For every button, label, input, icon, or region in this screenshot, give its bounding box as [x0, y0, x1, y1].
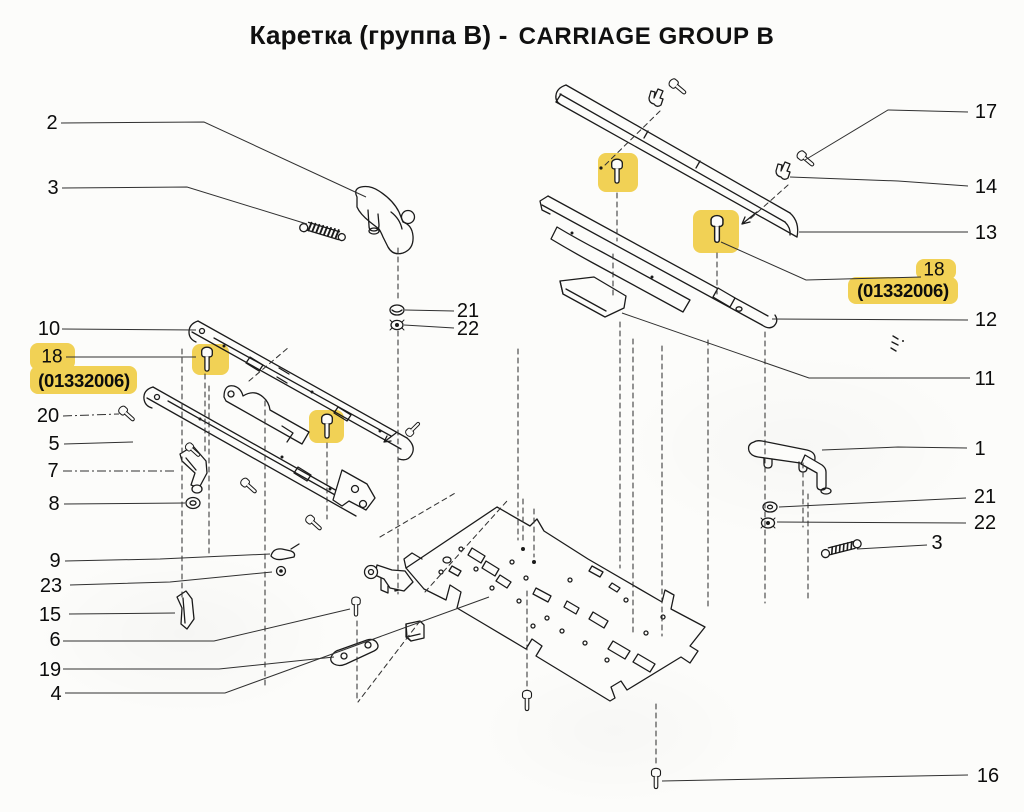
leader-15	[68, 612, 176, 615]
callout-label-17: 17	[974, 101, 998, 123]
nut-22-right	[760, 517, 776, 529]
leader-5	[63, 441, 134, 445]
leader-9	[64, 553, 271, 562]
washer-21-right	[762, 501, 778, 513]
link-19	[330, 638, 379, 667]
leader-3-right	[856, 544, 928, 550]
scribble-mark	[890, 335, 904, 352]
leader-11	[621, 312, 970, 379]
page-title-english: CARRIAGE GROUP B	[518, 23, 775, 50]
screw-6	[351, 596, 361, 617]
leader-17	[804, 109, 969, 161]
lever-2	[355, 185, 416, 255]
washer-21-mid	[389, 304, 405, 316]
callout-label-23: 23	[39, 575, 63, 597]
leader-12	[771, 318, 969, 321]
leader-18-right	[720, 241, 922, 281]
leader-6	[63, 608, 351, 642]
page-title: Каретка (группа В) - CARRIAGE GROUP B	[0, 20, 1024, 51]
screw-small-d	[403, 419, 423, 439]
callout-label-7: 7	[47, 460, 59, 482]
screw-17-left	[667, 76, 689, 98]
clip-14-right	[775, 161, 791, 180]
callout-label-11: 11	[974, 368, 996, 390]
callout-label-8: 8	[48, 493, 60, 515]
hook-9	[270, 543, 300, 561]
screw-small-b	[238, 476, 260, 496]
callout-label-14: 14	[974, 176, 998, 198]
deflector-plate-11	[559, 276, 627, 318]
page-title-russian: Каретка (группа В) -	[249, 20, 508, 50]
callout-label-6: 6	[49, 629, 61, 651]
part-number-18-right: (01332006)	[857, 279, 949, 301]
callout-label-12: 12	[974, 309, 998, 331]
leader-22-right	[776, 521, 967, 524]
callout-label-13: 13	[974, 222, 998, 244]
assembly-guide-lines	[181, 110, 809, 767]
highlight-layer	[30, 153, 958, 443]
callout-label-5: 5	[48, 433, 60, 455]
callout-label-15: 15	[38, 604, 62, 626]
bracket-6	[363, 564, 414, 592]
leader-3-left	[61, 186, 308, 225]
carriage-rail-13	[555, 84, 799, 238]
label-highlight-tab-18-left	[30, 343, 75, 370]
leader-14	[789, 176, 969, 187]
callout-label-16: 16	[976, 765, 1000, 787]
leader-19	[63, 656, 335, 670]
leader-8	[63, 502, 186, 505]
callout-label-4: 4	[50, 683, 62, 705]
rail-5	[143, 385, 376, 517]
callout-label-10: 10	[37, 318, 61, 340]
leader-4	[65, 596, 490, 694]
leader-20	[62, 413, 120, 417]
spring-3-left	[299, 221, 346, 242]
clip-14-left	[648, 88, 664, 107]
rail-10	[188, 320, 414, 461]
base-plate-4	[380, 506, 706, 702]
callout-label-18-right: 18	[923, 259, 945, 281]
leader-lines	[60, 109, 970, 782]
leader-10	[61, 328, 197, 331]
screw-bottom-center	[521, 689, 533, 712]
leader-21-right	[778, 497, 967, 508]
leader-16	[661, 774, 969, 782]
callout-label-19: 19	[38, 659, 62, 681]
support-rail-12	[539, 195, 778, 329]
roller-arm-1	[747, 440, 832, 495]
screw-small-c	[303, 513, 325, 533]
callout-label-21-mid: 21	[456, 300, 480, 322]
blade-15	[176, 590, 195, 630]
nut-22-mid	[389, 319, 405, 331]
part-number-18-left: (01332006)	[38, 369, 130, 391]
nut-23	[275, 565, 287, 577]
label-highlight-body-18-right	[848, 277, 958, 304]
label-highlight-body-18-left	[30, 366, 137, 394]
callout-label-20: 20	[36, 405, 60, 427]
callout-label-9: 9	[49, 550, 61, 572]
leader-2	[60, 121, 367, 198]
callout-label-22-mid: 22	[456, 318, 480, 340]
callout-label-22-right: 22	[973, 512, 997, 534]
spring-3-right	[820, 539, 862, 559]
screw-20	[116, 404, 138, 424]
callout-label-2: 2	[46, 112, 58, 134]
callout-label-3-right: 3	[931, 532, 943, 554]
callout-label-18-left: 18	[41, 346, 63, 368]
pawl-7	[179, 445, 208, 494]
callout-label-21-right: 21	[973, 486, 997, 508]
screw-16	[650, 767, 662, 790]
leader-23	[69, 571, 273, 586]
leader-1	[821, 446, 968, 451]
callout-label-3-left: 3	[47, 177, 59, 199]
callout-label-1: 1	[974, 438, 986, 460]
leader-21-mid	[404, 309, 455, 312]
washer-8	[185, 496, 201, 510]
label-highlight-tab-18-right	[916, 259, 956, 280]
leader-22-mid	[403, 324, 455, 329]
